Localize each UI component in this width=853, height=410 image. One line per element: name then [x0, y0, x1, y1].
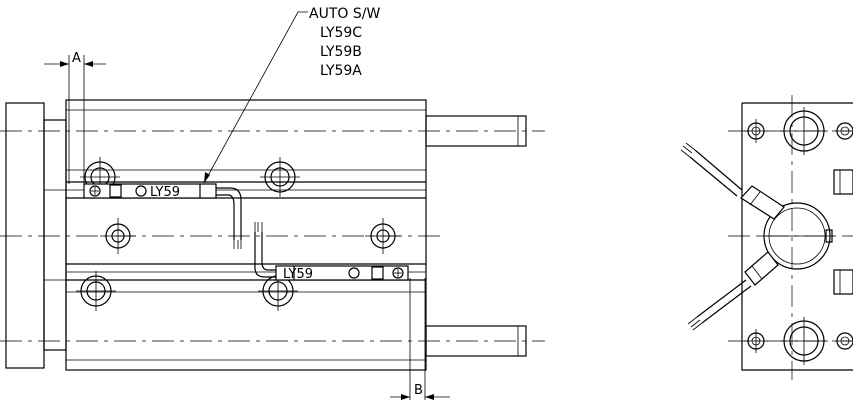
side-view-outline [741, 102, 853, 371]
side-switch-lower [687, 251, 779, 331]
side-tab [833, 269, 853, 295]
end-plate-step [43, 119, 67, 351]
mounting-hole [76, 271, 116, 311]
dimension-b-label: B [414, 383, 423, 398]
side-tab [833, 169, 853, 195]
auto-switch-top: LY59 [83, 183, 217, 200]
mounting-hole [260, 157, 300, 197]
dimension-a-label: A [72, 51, 81, 66]
dimension-a: A [44, 51, 106, 184]
cylinder-body [65, 99, 427, 371]
center-bore [760, 202, 834, 270]
mounting-hole [100, 218, 136, 254]
mounting-hole [365, 218, 401, 254]
bolt-hole [744, 329, 768, 353]
callout-text: AUTO S/W LY59C LY59B LY59A [309, 6, 380, 79]
bearing-hole [780, 107, 828, 155]
bolt-hole [835, 122, 853, 140]
bolt-hole [835, 332, 853, 350]
side-view [680, 95, 853, 380]
auto-switch-bottom: LY59 [275, 265, 409, 282]
callout-leader [203, 11, 308, 184]
front-view: LY59 LY59 [0, 6, 545, 400]
callout-model-2: LY59B [320, 44, 362, 60]
bolt-hole [744, 119, 768, 143]
end-plate [5, 102, 45, 369]
bearing-hole [780, 317, 828, 365]
callout-title: AUTO S/W [309, 6, 380, 22]
side-switch-upper [680, 142, 785, 220]
switch-label-bottom: LY59 [283, 267, 313, 282]
callout-model-1: LY59C [320, 25, 362, 41]
dimension-b: B [390, 278, 450, 400]
callout-model-3: LY59A [320, 63, 362, 79]
switch-label-top: LY59 [150, 185, 180, 200]
